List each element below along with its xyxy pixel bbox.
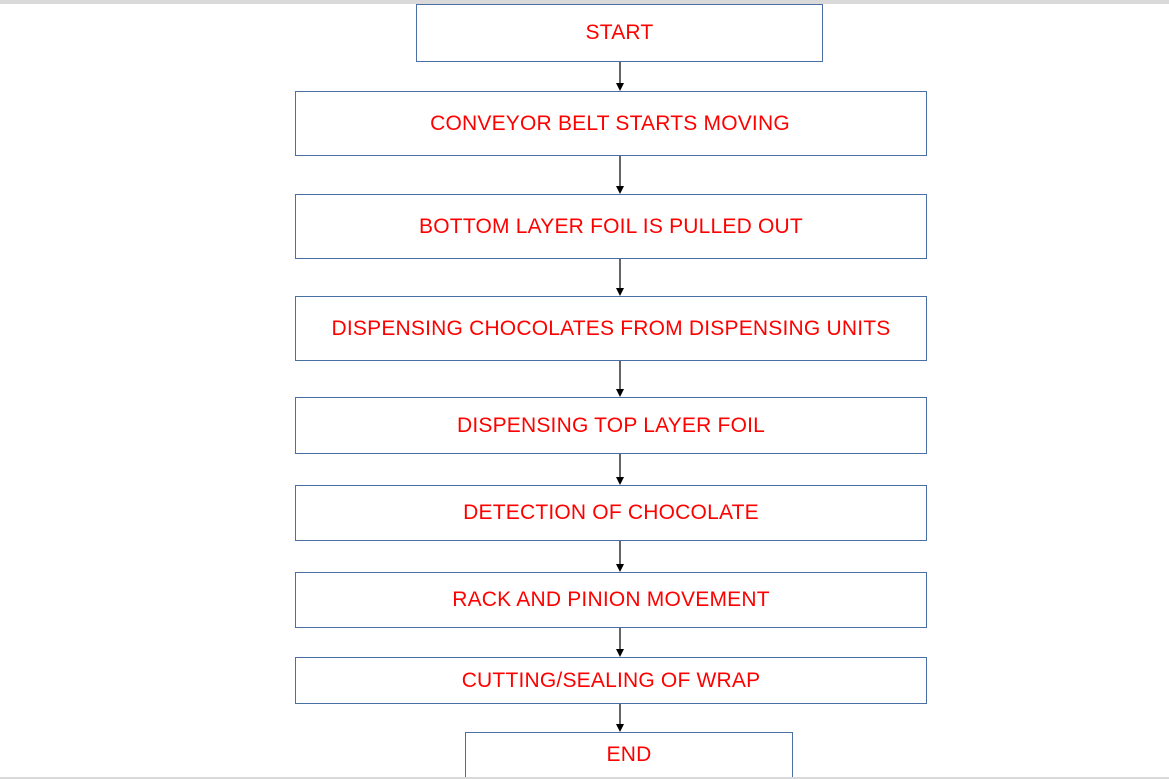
step-detection: DETECTION OF CHOCOLATE <box>295 485 927 541</box>
arrow-4 <box>616 361 624 397</box>
bottom-edge <box>0 777 1169 779</box>
step-rack-pinion: RACK AND PINION MOVEMENT <box>295 572 927 628</box>
arrow-2 <box>616 156 624 194</box>
arrow-5 <box>616 454 624 485</box>
top-edge <box>0 0 1169 4</box>
arrow-3 <box>616 259 624 296</box>
arrow-6 <box>616 541 624 572</box>
step-conveyor-belt: CONVEYOR BELT STARTS MOVING <box>295 91 927 156</box>
arrow-8 <box>616 704 624 732</box>
arrow-7 <box>616 628 624 657</box>
step-cutting-sealing: CUTTING/SEALING OF WRAP <box>295 657 927 704</box>
arrow-1 <box>616 62 624 91</box>
step-bottom-foil: BOTTOM LAYER FOIL IS PULLED OUT <box>295 194 927 259</box>
step-top-foil: DISPENSING TOP LAYER FOIL <box>295 397 927 454</box>
step-dispensing-chocolates: DISPENSING CHOCOLATES FROM DISPENSING UN… <box>295 296 927 361</box>
step-start: START <box>416 4 823 62</box>
